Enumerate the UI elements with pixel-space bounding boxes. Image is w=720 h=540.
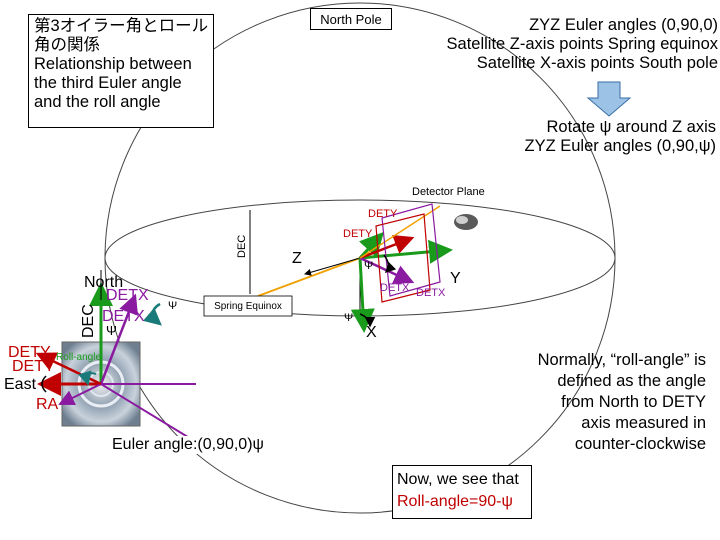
psi-label-center: Ψ	[364, 260, 374, 272]
spring-equinox-box	[203, 295, 293, 317]
inset-roll-angle-label: Roll-angle	[56, 352, 102, 363]
psi-label-inset: Ψ	[168, 300, 178, 312]
rotation-arc-icon-lower	[359, 313, 376, 328]
dety-label-upper: DETY	[368, 208, 398, 220]
inset-detx-axis	[99, 293, 139, 385]
z-axis-arrow	[304, 257, 361, 276]
psi-label-lower: Ψ	[344, 312, 354, 324]
normally-text: Normally, “roll-angle” is defined as the…	[537, 351, 706, 453]
euler-angle-caption-psi: ψ	[252, 436, 264, 453]
inset-dety-label-upper: DETY	[8, 344, 51, 361]
euler-angle-caption-text: Euler angle:(0,90,0)	[112, 436, 253, 453]
x-axis-label: X	[366, 324, 377, 341]
inset-dety-label-lower: DETY	[12, 358, 55, 375]
z-axis-label: Z	[292, 250, 302, 267]
rotation-arc-icon	[383, 254, 397, 274]
inset-detx-label-lower: DETX	[102, 308, 145, 325]
inset-dec-label: DEC	[80, 304, 97, 338]
y-axis-label: Y	[450, 270, 461, 287]
conclusion-box: Now, we see that Roll-angle=90-ψ	[392, 465, 532, 519]
rotate-info-text: Rotate ψ around Z axis ZYZ Euler angles …	[524, 118, 716, 155]
detector-plane-label: Detector Plane	[412, 186, 485, 198]
inset-psi-arc	[142, 302, 162, 326]
green-axis-up	[358, 231, 385, 260]
spring-equinox-label: Spring Equinox	[214, 301, 282, 312]
detector-image-icon	[454, 214, 478, 230]
green-axis-right	[359, 239, 453, 264]
detector-plane-frame-inner	[375, 213, 431, 303]
dec-label-center: DEC	[236, 234, 248, 258]
dety-label-lower: DETY	[343, 228, 373, 240]
inset-detx-label-upper: DETX	[106, 287, 149, 304]
dety-axis-arrow	[359, 234, 415, 260]
arrow-down-icon	[586, 81, 632, 117]
euler-angle-caption: Euler angle:(0,90,0)ψ	[112, 436, 264, 454]
green-axis-down	[350, 257, 375, 333]
inset-psi-label: Ψ	[106, 323, 117, 338]
inset-ra-axis	[58, 383, 102, 406]
title-box: 第3オイラー角とロール 角の関係 Relationship between th…	[28, 14, 214, 128]
inset-diagonal-axis	[100, 383, 197, 443]
title-japanese: 第3オイラー角とロール 角の関係	[34, 17, 209, 54]
conclusion-line1: Now, we see that	[397, 471, 519, 488]
spring-equinox-axis	[257, 257, 361, 297]
inset-roll-arc	[77, 370, 97, 386]
inset-east-label: East	[4, 376, 37, 393]
inset-north-label: North	[84, 274, 124, 291]
detx-label-right: DETX	[416, 287, 446, 299]
inset-ra-label: RA	[36, 396, 59, 413]
inset-east-arc	[41, 375, 47, 393]
north-pole-label: North Pole	[310, 8, 392, 30]
conclusion-line2: Roll-angle=90-ψ	[397, 493, 513, 510]
euler-info-text: ZYZ Euler angles (0,90,0) Satellite Z-ax…	[446, 16, 718, 72]
detx-label-center: DETX	[380, 282, 410, 294]
orange-axis-right	[359, 205, 441, 259]
title-english: Relationship between the third Euler ang…	[34, 55, 192, 111]
